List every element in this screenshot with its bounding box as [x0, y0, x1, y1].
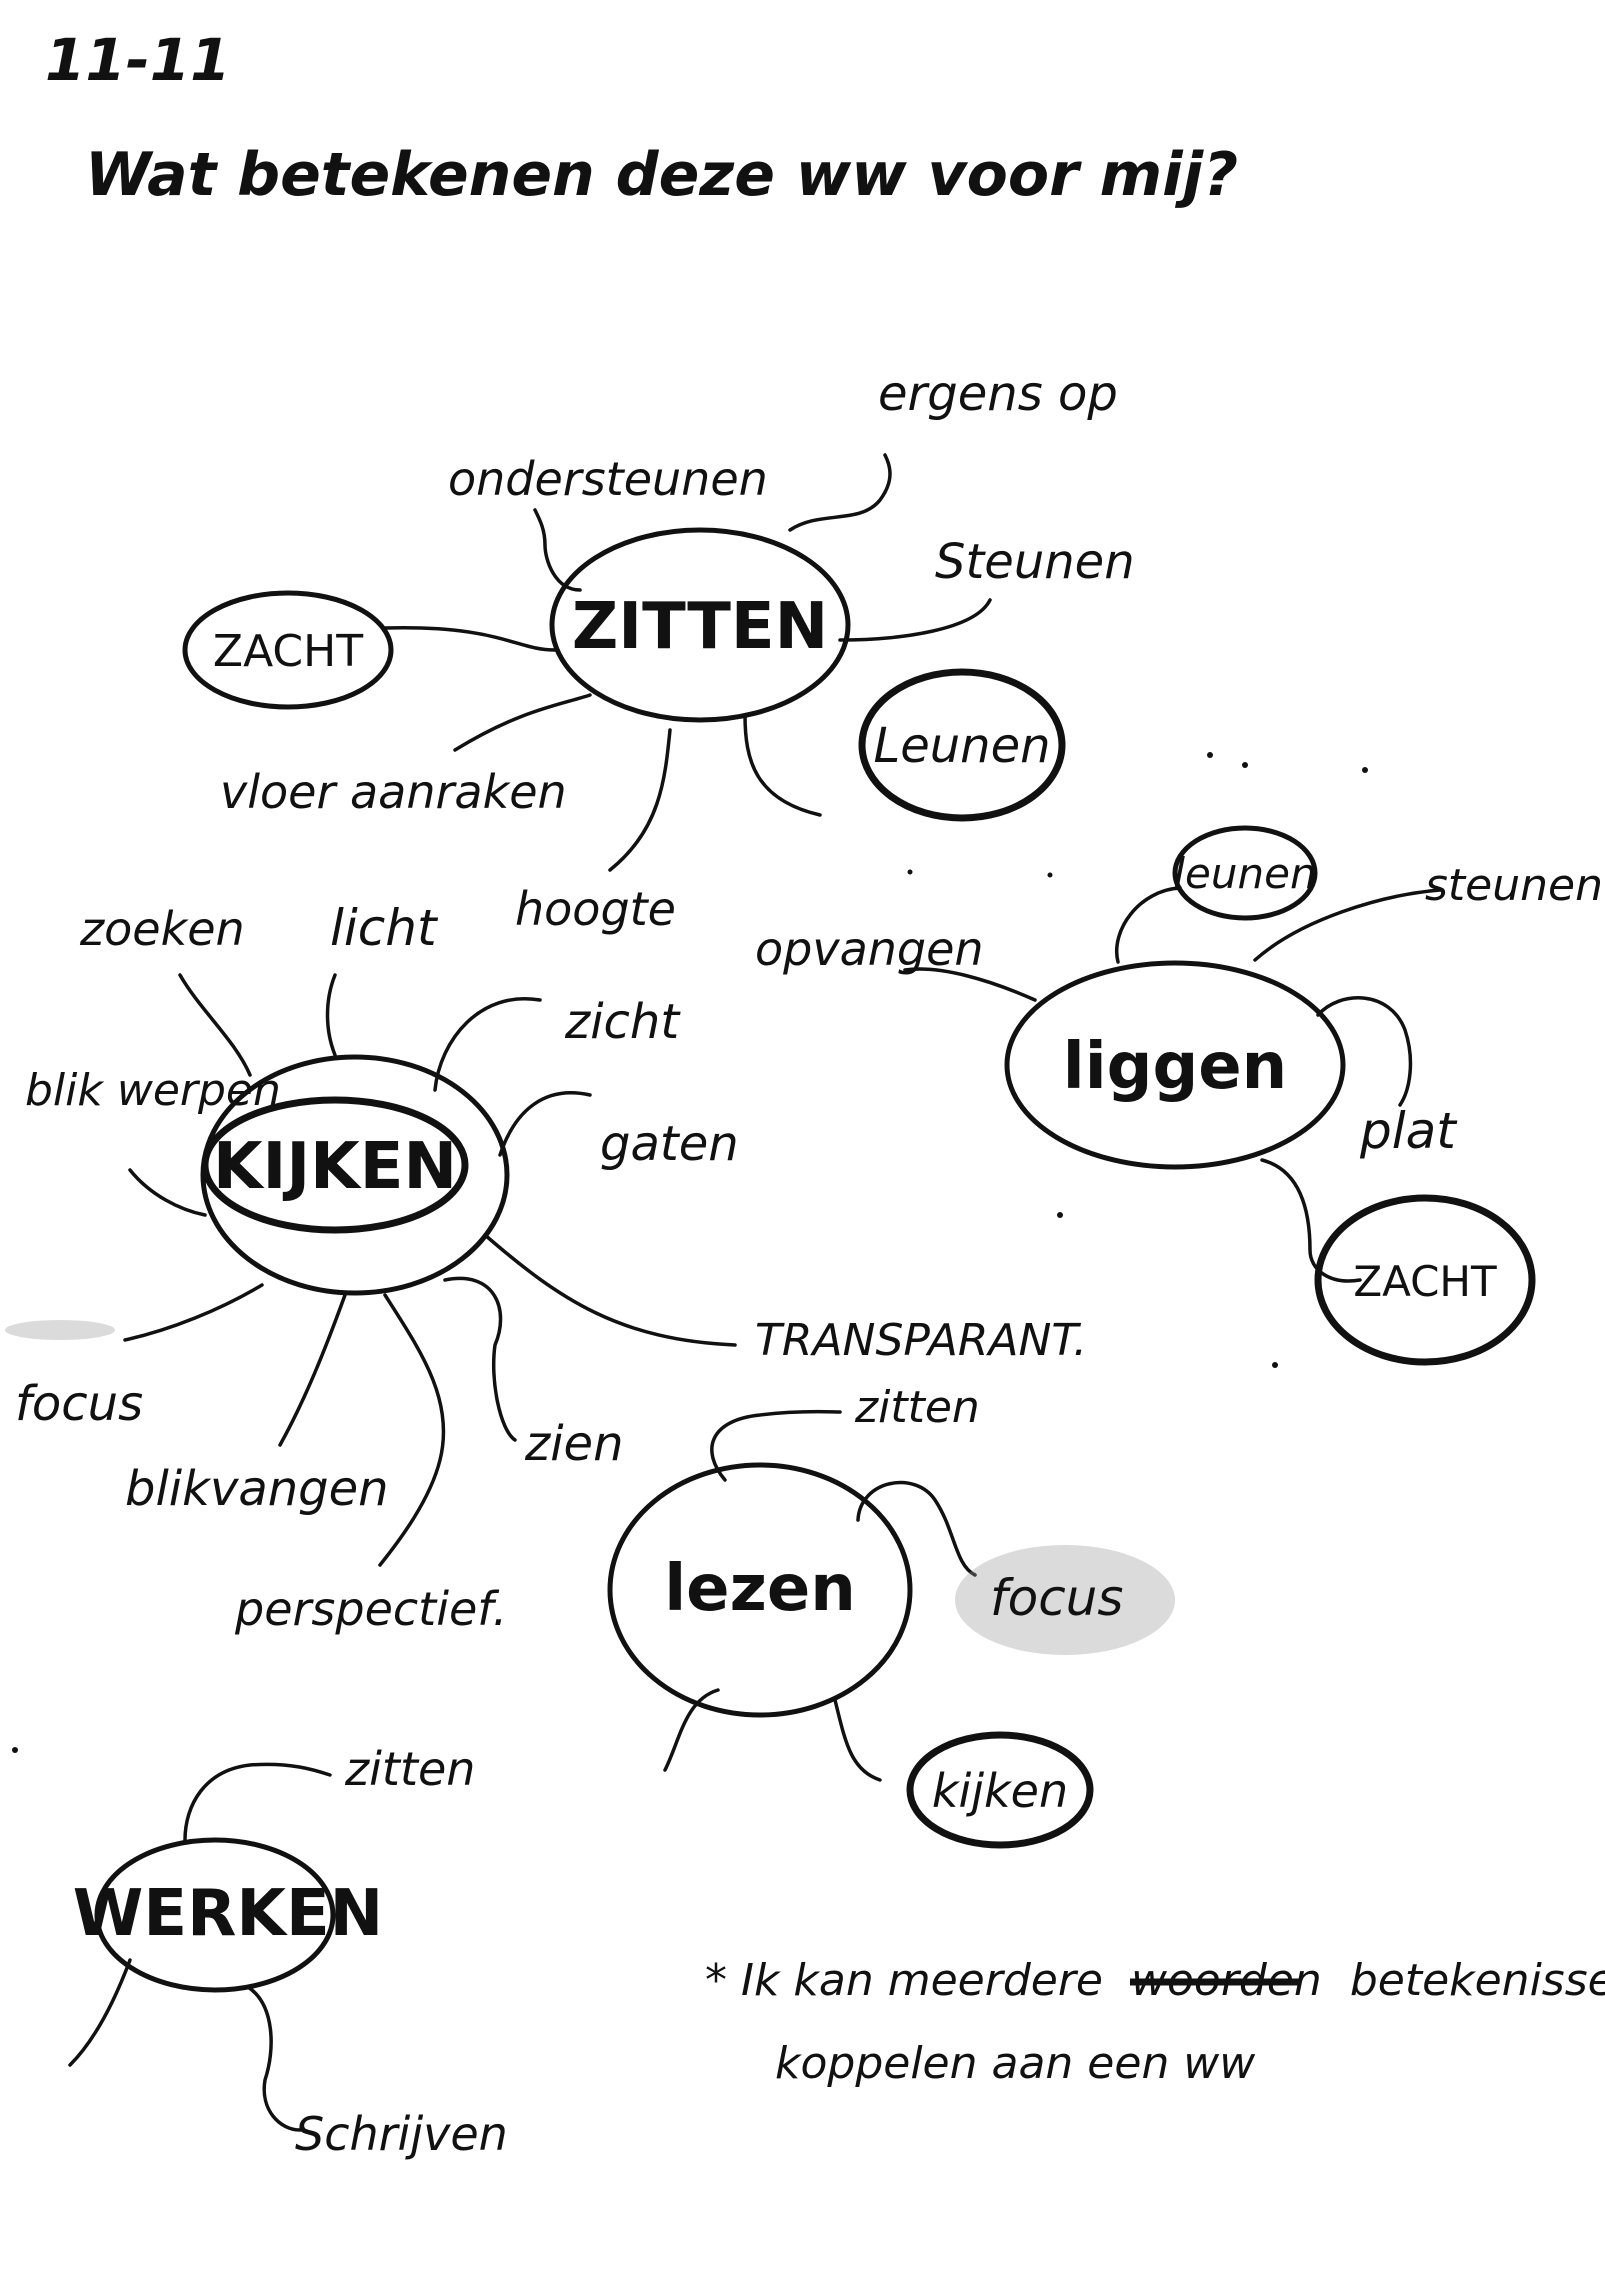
footnote-line1: * Ik kan meerdere woorden betekenissen: [705, 1955, 1605, 2006]
kijken-connector-licht: [325, 973, 337, 1057]
kijken-center-label: KIJKEN: [213, 1130, 457, 1204]
ink-specks: [12, 752, 1368, 1753]
lezen-connector-kijken: [833, 1698, 882, 1782]
kijken-branch-focus: focus: [15, 1376, 143, 1432]
liggen-branch-leunen: leunen: [1173, 849, 1316, 898]
lezen-connector-empty: [663, 1688, 720, 1772]
liggen-zacht-bubble: [1314, 1194, 1536, 1366]
focus-smudge: [5, 1320, 115, 1340]
lezen-kijken-bubble: [906, 1731, 1094, 1849]
werken-connector-empty: [68, 1958, 132, 2067]
zitten-cluster: ZITTEN ondersteunen ergens op Steunen ZA…: [182, 366, 1135, 936]
werken-connector-schrijven: [246, 1985, 302, 2132]
liggen-bubble: [1004, 960, 1346, 1170]
zitten-center-label: ZITTEN: [572, 590, 828, 664]
werken-bubble: [94, 1837, 336, 1993]
kijken-branch-zicht: zicht: [564, 994, 681, 1050]
zitten-branch-zacht: ZACHT: [213, 626, 363, 677]
kijken-connector-blikvangen: [278, 1293, 347, 1447]
kijken-connector-zicht: [433, 997, 542, 1092]
footnote-line2: koppelen aan een ww: [775, 2038, 1256, 2089]
date-label: 11-11: [45, 26, 231, 94]
kijken-branch-zien: zien: [524, 1416, 623, 1472]
zitten-leunen-bubble: [858, 668, 1066, 822]
liggen-connector-zacht: [1260, 1158, 1362, 1283]
zitten-connector-ondersteunen: [533, 508, 582, 592]
lezen-center-label: lezen: [664, 1552, 856, 1626]
liggen-connector-leunen: [1115, 886, 1182, 964]
kijken-branch-gaten: gaten: [600, 1116, 739, 1172]
zitten-branch-hoogte: hoogte: [515, 882, 676, 936]
zitten-bubble: [549, 527, 851, 723]
kijken-cluster: KIJKEN zoeken licht zicht blik werpen ga…: [5, 899, 1087, 1636]
zitten-branch-vloer-aanraken: vloer aanraken: [220, 765, 567, 819]
page-title: Wat betekenen deze ww voor mij?: [85, 140, 1238, 210]
zitten-connector-zacht: [383, 626, 557, 652]
zitten-connector-hoogte: [608, 728, 672, 872]
zitten-branch-ergens-op: ergens op: [878, 366, 1118, 422]
kijken-branch-licht: licht: [330, 899, 439, 957]
kijken-branch-blikvangen: blikvangen: [125, 1461, 389, 1517]
kijken-branch-perspectief: perspectief.: [234, 1582, 507, 1636]
werken-branch-zitten: zitten: [344, 1742, 475, 1796]
liggen-leunen-bubble: [1172, 825, 1318, 921]
lezen-branch-kijken: kijken: [932, 1764, 1068, 1818]
liggen-branch-plat: plat: [1359, 1102, 1458, 1160]
footnote-line1-start: * Ik kan meerdere: [705, 1955, 1103, 2006]
werken-connector-zitten: [183, 1762, 332, 1842]
liggen-connector-steunen: [1253, 888, 1442, 962]
lezen-connector-focus: [856, 1480, 977, 1577]
liggen-branch-steunen: steunen: [1425, 860, 1603, 911]
liggen-branch-opvangen: opvangen: [755, 922, 984, 976]
lezen-cluster: lezen zitten focus kijken: [607, 1382, 1175, 1849]
zitten-branch-steunen: Steunen: [935, 534, 1135, 590]
lezen-focus-smudge: [955, 1545, 1175, 1655]
zitten-connector-leunen: [743, 713, 822, 817]
lezen-branch-focus: focus: [990, 1569, 1123, 1627]
footnote-line1-end: betekenissen: [1350, 1955, 1605, 2006]
werken-cluster: WERKEN zitten Schrijven: [68, 1742, 508, 2161]
kijken-connector-focus: [123, 1283, 264, 1342]
liggen-cluster: liggen leunen steunen opvangen plat ZACH…: [755, 825, 1603, 1366]
zitten-branch-leunen: Leunen: [873, 718, 1050, 774]
zitten-connector-ergens-op: [788, 453, 892, 532]
kijken-connector-gaten: [498, 1091, 592, 1157]
kijken-connector-zien: [443, 1276, 517, 1442]
zitten-connector-vloer: [453, 693, 592, 752]
liggen-center-label: liggen: [1063, 1030, 1287, 1104]
footnote: * Ik kan meerdere woorden betekenissen k…: [705, 1955, 1605, 2089]
kijken-connector-perspectief: [378, 1293, 446, 1567]
lezen-branch-zitten: zitten: [854, 1382, 980, 1433]
lezen-bubble: [607, 1462, 913, 1718]
kijken-branch-blik-werpen: blik werpen: [25, 1065, 281, 1116]
lezen-connector-zitten: [710, 1409, 842, 1482]
kijken-connector-blik-werpen: [128, 1168, 207, 1217]
liggen-branch-zacht: ZACHT: [1353, 1257, 1497, 1306]
kijken-connector-zoeken: [178, 973, 252, 1077]
kijken-connector-transparant: [483, 1233, 737, 1347]
zitten-branch-ondersteunen: ondersteunen: [448, 452, 768, 506]
zitten-connector-steunen: [838, 598, 992, 642]
werken-branch-schrijven: Schrijven: [295, 2107, 508, 2161]
kijken-branch-transparant: TRANSPARANT.: [755, 1315, 1087, 1366]
liggen-connector-plat: [1316, 996, 1413, 1107]
zitten-zacht-bubble: [182, 590, 394, 710]
kijken-inner-bubble: [201, 1096, 469, 1234]
kijken-branch-zoeken: zoeken: [79, 902, 245, 956]
werken-center-label: WERKEN: [73, 1877, 383, 1951]
liggen-connector-opvangen: [903, 967, 1037, 1002]
